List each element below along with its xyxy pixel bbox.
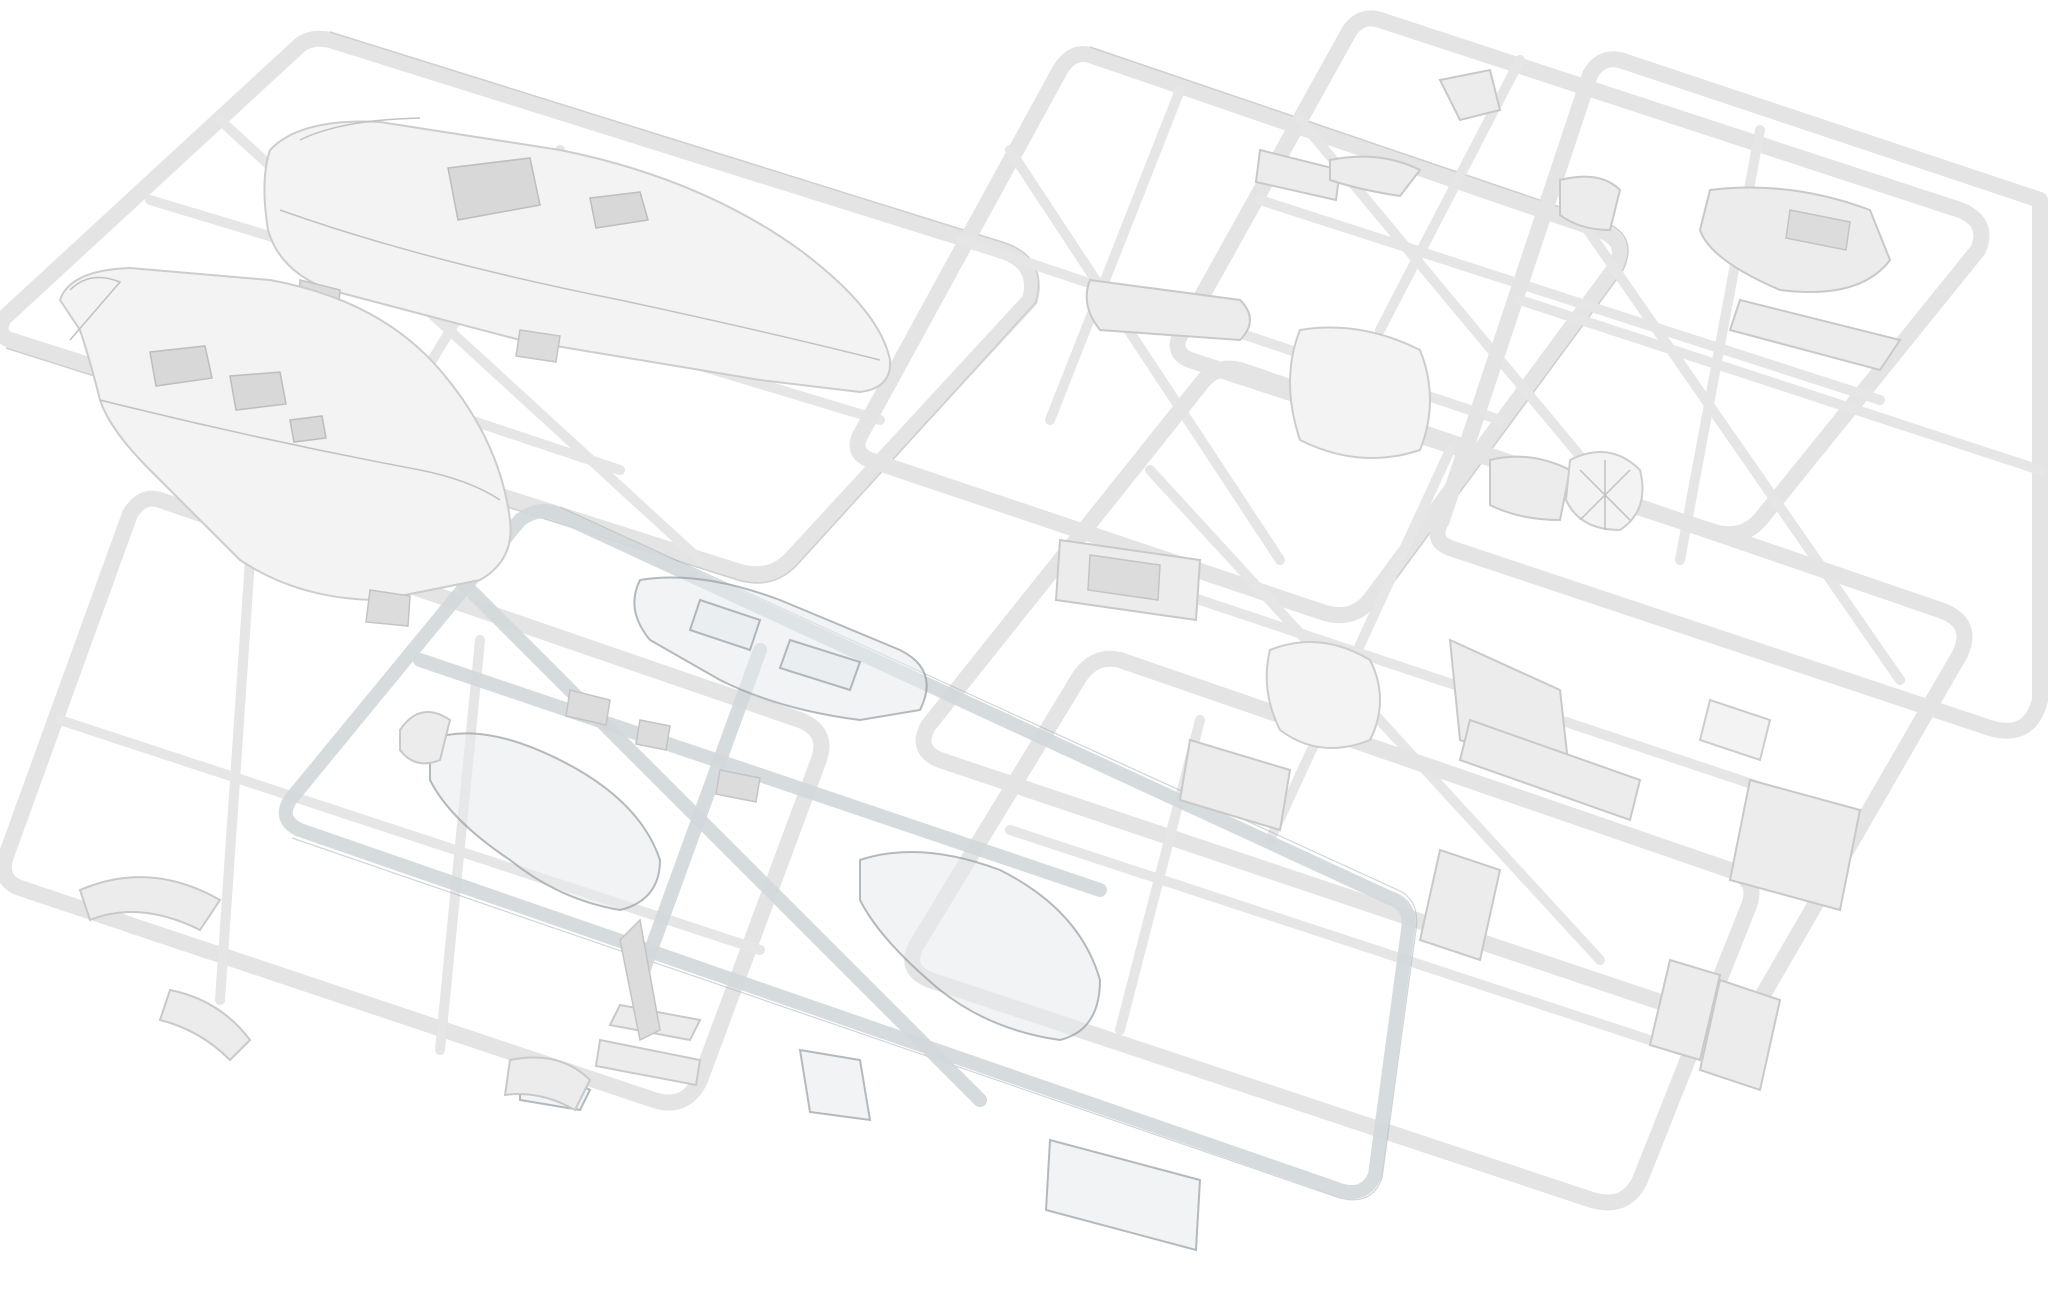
fuselage-half-lower <box>58 266 512 627</box>
clear-canopy-parts <box>429 576 1202 1252</box>
sprue-frame-g <box>0 490 830 1111</box>
assorted-small-parts-upper <box>1085 68 1902 532</box>
clear-sprue-frame <box>278 504 1418 1201</box>
assorted-small-parts-lower <box>1054 538 1862 1092</box>
assorted-small-parts-bottom-left <box>78 689 761 1112</box>
